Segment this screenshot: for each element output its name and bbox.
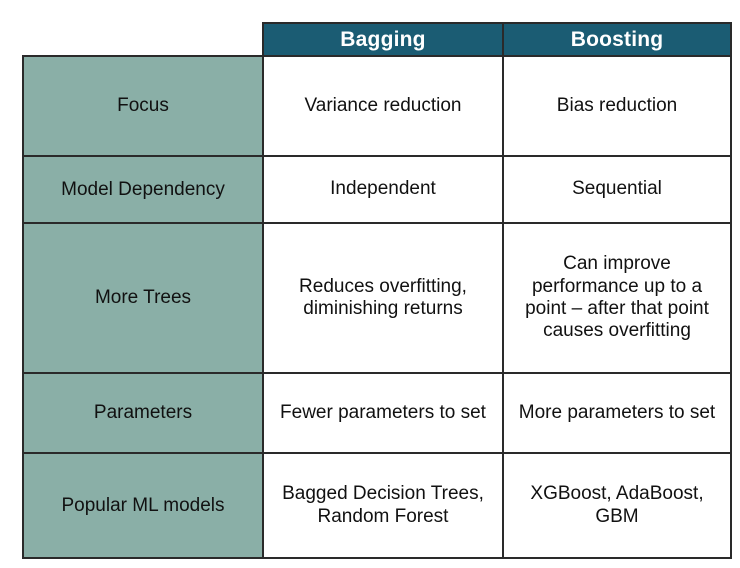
comparison-table-container: Bagging Boosting Focus Variance reductio… [22,22,732,559]
row-label-model-dependency: Model Dependency [22,155,264,224]
row-label-popular-ml-models: Popular ML models [22,452,264,559]
table-row: Focus Variance reduction Bias reduction [22,55,732,157]
table-row: Parameters Fewer parameters to set More … [22,372,732,454]
cell-parameters-bagging: Fewer parameters to set [262,372,504,454]
cell-focus-bagging: Variance reduction [262,55,504,157]
row-label-parameters: Parameters [22,372,264,454]
header-row: Bagging Boosting [23,22,732,57]
cell-more-trees-boosting: Can improve performance up to a point – … [502,222,732,374]
cell-focus-boosting: Bias reduction [502,55,732,157]
cell-popular-ml-models-boosting: XGBoost, AdaBoost, GBM [502,452,732,559]
row-label-focus: Focus [22,55,264,157]
column-header-boosting: Boosting [502,22,732,57]
table-row: Popular ML models Bagged Decision Trees,… [22,452,732,559]
table-header: Bagging Boosting [23,22,732,57]
corner-blank-cell [23,23,263,56]
row-label-more-trees: More Trees [22,222,264,374]
cell-popular-ml-models-bagging: Bagged Decision Trees, Random Forest [262,452,504,559]
column-header-bagging: Bagging [262,22,504,57]
cell-parameters-boosting: More parameters to set [502,372,732,454]
bagging-vs-boosting-table: Bagging Boosting Focus Variance reductio… [22,22,732,559]
table-row: Model Dependency Independent Sequential [22,155,732,224]
table-row: More Trees Reduces overfitting, diminish… [22,222,732,374]
cell-model-dependency-bagging: Independent [262,155,504,224]
cell-more-trees-bagging: Reduces overfitting, diminishing returns [262,222,504,374]
table-body: Focus Variance reduction Bias reduction … [22,55,732,559]
cell-model-dependency-boosting: Sequential [502,155,732,224]
